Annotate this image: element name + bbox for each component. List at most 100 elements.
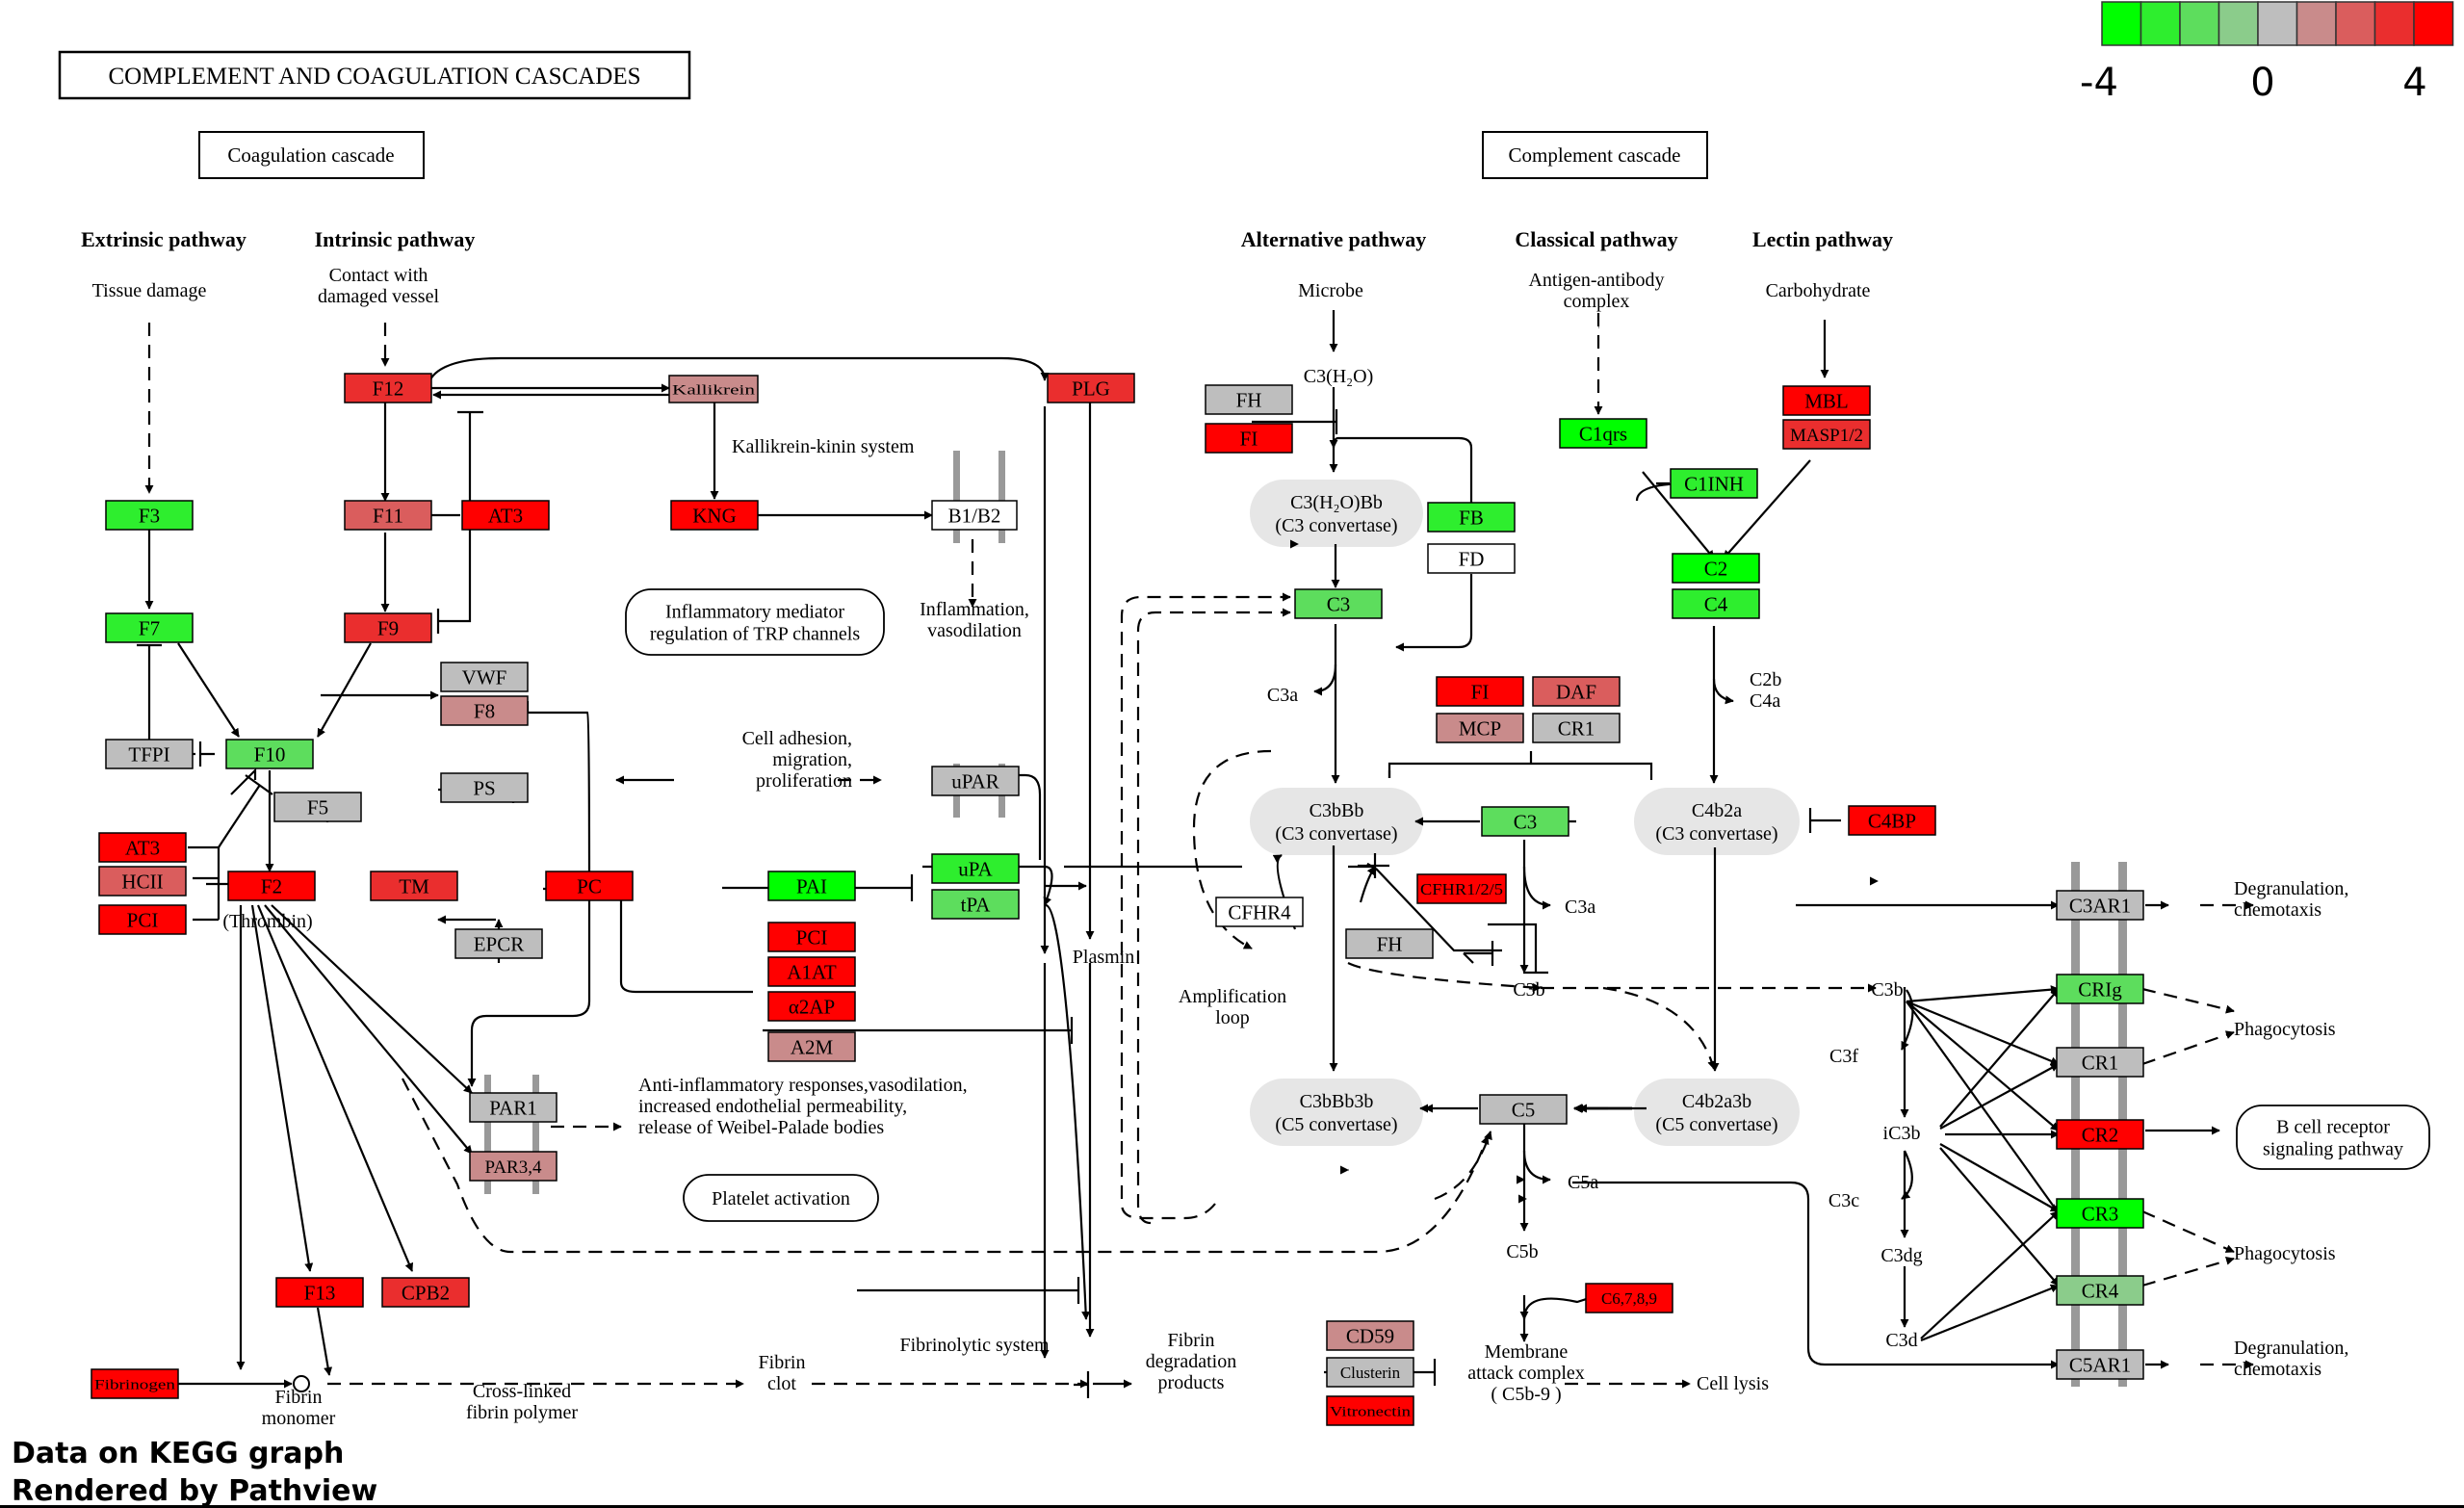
- gene-box[interactable]: [767, 922, 856, 952]
- gene-box[interactable]: [2056, 1119, 2144, 1150]
- complex-shape[interactable]: [1634, 788, 1800, 855]
- pathway-link-platelet-activation[interactable]: Platelet activation: [683, 1174, 879, 1222]
- gene-box[interactable]: [344, 500, 432, 531]
- pathway-link-box[interactable]: [625, 588, 885, 656]
- gene-box[interactable]: [2056, 1198, 2144, 1229]
- gene-box[interactable]: [767, 1031, 856, 1062]
- gene-box[interactable]: [98, 866, 187, 897]
- gene-box[interactable]: [1427, 502, 1516, 533]
- gene-at3[interactable]: AT3: [98, 832, 187, 863]
- complex-shape[interactable]: [1634, 1079, 1800, 1146]
- gene-box[interactable]: [381, 1277, 470, 1308]
- gene-c2[interactable]: C2: [1672, 553, 1760, 584]
- gene-box[interactable]: [2056, 1349, 2144, 1380]
- gene-c3[interactable]: C3: [1294, 588, 1383, 619]
- complex-c3bbb[interactable]: C3bBb(C3 convertase): [1250, 788, 1423, 855]
- gene-par3-4[interactable]: PAR3,4: [469, 1151, 558, 1182]
- gene-f7[interactable]: F7: [105, 612, 194, 643]
- gene-tm[interactable]: TM: [370, 871, 458, 901]
- gene-box[interactable]: [273, 792, 362, 822]
- gene-box[interactable]: [931, 766, 1020, 796]
- gene-box[interactable]: [1670, 468, 1758, 499]
- gene-box[interactable]: [1782, 419, 1871, 450]
- gene-box[interactable]: [440, 772, 529, 803]
- gene-f3[interactable]: F3: [105, 500, 194, 531]
- gene-upar[interactable]: uPAR: [931, 766, 1020, 796]
- gene-box[interactable]: [227, 871, 316, 901]
- gene-box[interactable]: [1416, 873, 1507, 904]
- gene-c1inh[interactable]: C1INH: [1670, 468, 1758, 499]
- complex-shape[interactable]: [1250, 480, 1423, 547]
- gene-box[interactable]: [1326, 1395, 1414, 1426]
- gene-box[interactable]: [344, 612, 432, 643]
- gene-cr2[interactable]: CR2: [2056, 1119, 2144, 1150]
- gene-vitronectin[interactable]: Vitronectin: [1326, 1395, 1414, 1426]
- gene-box[interactable]: [2056, 890, 2144, 921]
- gene-box[interactable]: [668, 375, 759, 403]
- gene-epcr[interactable]: EPCR: [454, 928, 543, 959]
- gene-box[interactable]: [98, 832, 187, 863]
- gene-c5ar1[interactable]: C5AR1: [2056, 1349, 2144, 1380]
- gene-box[interactable]: [2056, 1275, 2144, 1306]
- gene-pc[interactable]: PC: [545, 871, 634, 901]
- gene-a1at[interactable]: A1AT: [767, 956, 856, 987]
- gene-box[interactable]: [91, 1368, 179, 1399]
- gene-box[interactable]: [1672, 588, 1760, 619]
- complex-c3bbb3b[interactable]: C3bBb3b(C5 convertase): [1250, 1079, 1423, 1146]
- gene-box[interactable]: [1047, 373, 1135, 403]
- gene-box[interactable]: [105, 500, 194, 531]
- gene-box[interactable]: [1532, 676, 1621, 707]
- gene-vwf[interactable]: VWF: [440, 662, 529, 692]
- gene-c6-7-8-9[interactable]: C6,7,8,9: [1585, 1283, 1673, 1313]
- gene-box[interactable]: [545, 871, 634, 901]
- pathway-link-box[interactable]: [2236, 1105, 2430, 1170]
- gene-fd[interactable]: FD: [1427, 543, 1516, 574]
- gene-fi[interactable]: FI: [1436, 676, 1524, 707]
- pathway-link-box[interactable]: [683, 1174, 879, 1222]
- gene-box[interactable]: [767, 956, 856, 987]
- gene-c4bp[interactable]: C4BP: [1848, 805, 1936, 836]
- gene-box[interactable]: [105, 612, 194, 643]
- gene-c3[interactable]: C3: [1481, 806, 1569, 837]
- gene-par1[interactable]: PAR1: [469, 1092, 558, 1123]
- gene-box[interactable]: [1326, 1357, 1414, 1388]
- gene-box[interactable]: [1479, 1094, 1568, 1125]
- gene-box[interactable]: [98, 904, 187, 935]
- gene-daf[interactable]: DAF: [1532, 676, 1621, 707]
- gene-upa[interactable]: uPA: [931, 853, 1020, 884]
- gene-c3ar1[interactable]: C3AR1: [2056, 890, 2144, 921]
- gene-f9[interactable]: F9: [344, 612, 432, 643]
- gene-box[interactable]: [2056, 974, 2144, 1004]
- gene-box[interactable]: [1205, 384, 1293, 415]
- gene-f11[interactable]: F11: [344, 500, 432, 531]
- gene-cfhr4[interactable]: CFHR4: [1215, 897, 1304, 927]
- gene-box[interactable]: [1215, 897, 1304, 927]
- gene-c5[interactable]: C5: [1479, 1094, 1568, 1125]
- gene-box[interactable]: [1672, 553, 1760, 584]
- gene-cpb2[interactable]: CPB2: [381, 1277, 470, 1308]
- gene-box[interactable]: [105, 739, 194, 769]
- gene-kng[interactable]: KNG: [670, 500, 759, 531]
- gene-box[interactable]: [670, 500, 759, 531]
- gene-box[interactable]: [1532, 713, 1621, 743]
- gene-box[interactable]: [454, 928, 543, 959]
- gene-c4[interactable]: C4: [1672, 588, 1760, 619]
- gene-cr1[interactable]: CR1: [1532, 713, 1621, 743]
- gene-box[interactable]: [2056, 1047, 2144, 1078]
- gene-ps[interactable]: PS: [440, 772, 529, 803]
- gene-box[interactable]: [1427, 543, 1516, 574]
- complex-c4b2a[interactable]: C4b2a(C3 convertase): [1634, 788, 1800, 855]
- gene-cr4[interactable]: CR4: [2056, 1275, 2144, 1306]
- gene-box[interactable]: [1294, 588, 1383, 619]
- complex-shape[interactable]: [1250, 788, 1423, 855]
- gene-box[interactable]: [461, 500, 550, 531]
- gene-tfpi[interactable]: TFPI: [105, 739, 194, 769]
- gene-a2m[interactable]: A2M: [767, 1031, 856, 1062]
- gene-box[interactable]: [1481, 806, 1569, 837]
- gene-f2[interactable]: F2: [227, 871, 316, 901]
- gene-cfhr1-2-5[interactable]: CFHR1/2/5: [1416, 873, 1507, 904]
- gene-box[interactable]: [1326, 1320, 1414, 1351]
- gene-hcii[interactable]: HCII: [98, 866, 187, 897]
- gene-box[interactable]: [469, 1092, 558, 1123]
